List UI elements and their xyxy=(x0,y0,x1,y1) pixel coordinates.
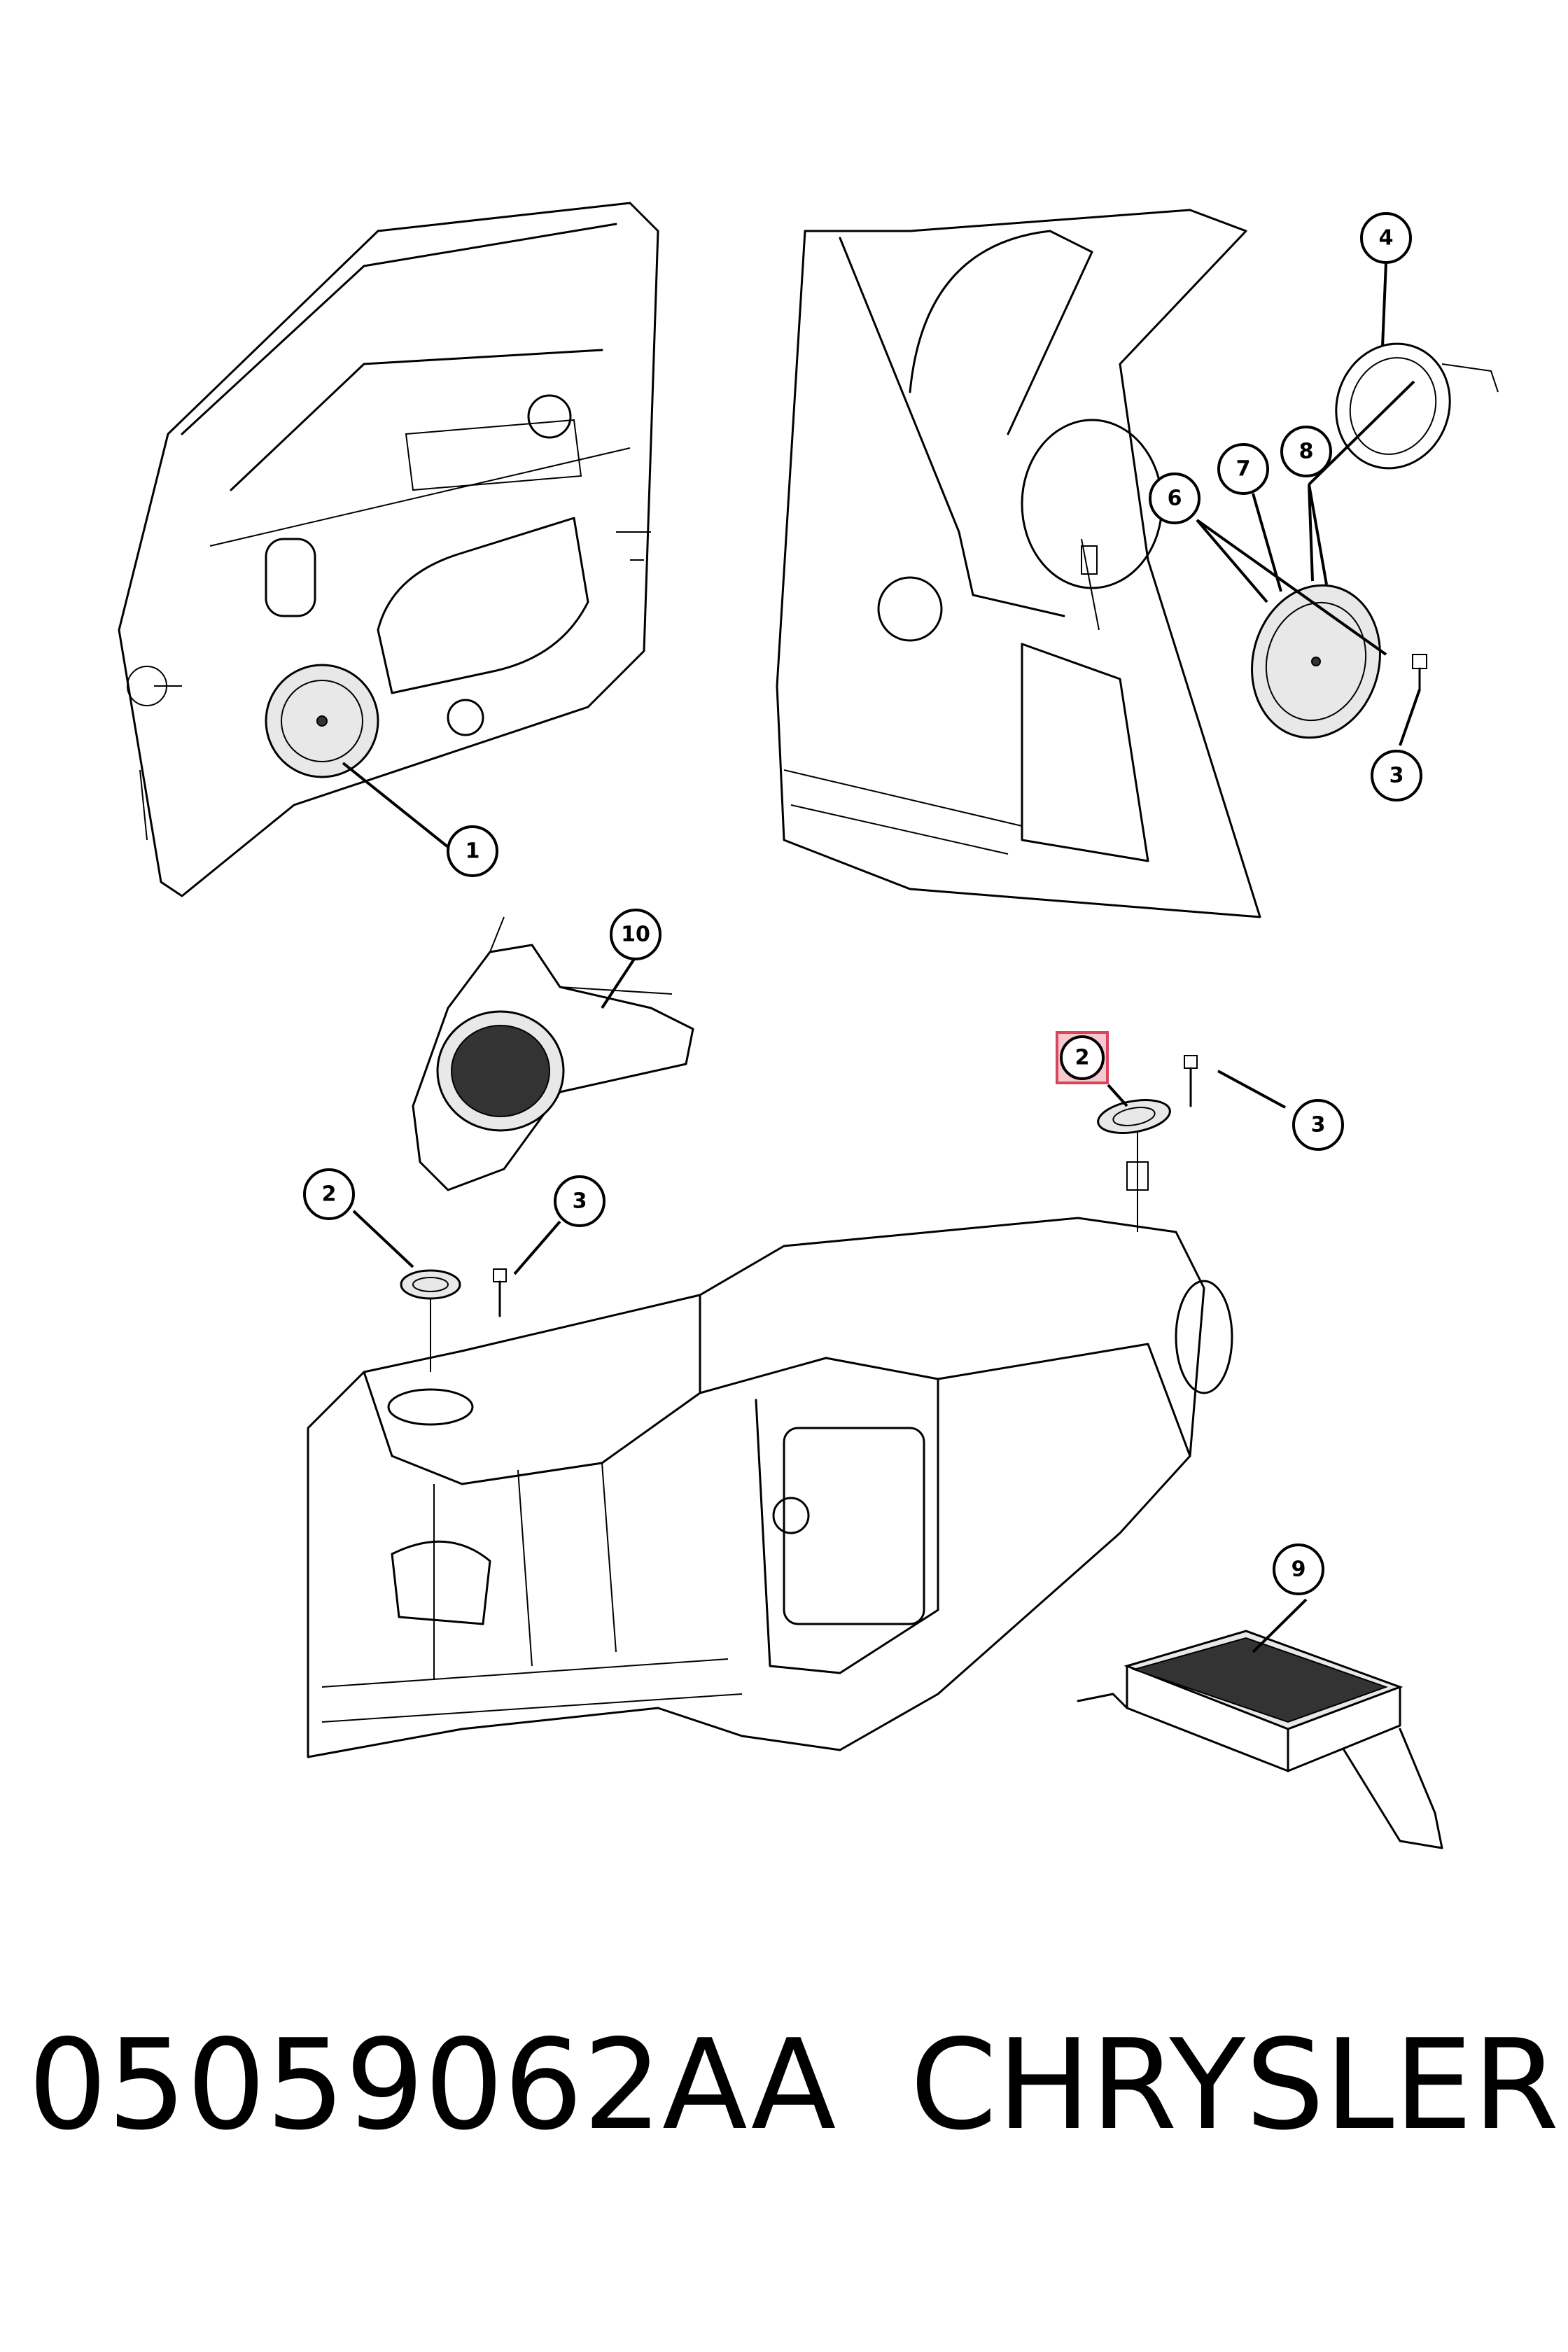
rear-speaker-art xyxy=(1251,584,1381,739)
front-door-panel xyxy=(118,202,659,897)
door-speaker xyxy=(265,664,379,778)
callout-10-label: 10 xyxy=(621,923,650,947)
callout-3-dash-left: 3 xyxy=(554,1175,606,1227)
callout-3-dash-left-label: 3 xyxy=(573,1189,587,1214)
part-number: 05059062AA xyxy=(28,2012,836,2157)
dash-screw-right-art xyxy=(1184,1055,1198,1107)
dash-speaker-right-art xyxy=(1097,1099,1171,1232)
callout-9: 9 xyxy=(1273,1544,1324,1595)
callout-3-rear-label: 3 xyxy=(1390,764,1404,788)
callout-8-label: 8 xyxy=(1299,440,1314,464)
amplifier-art xyxy=(1077,1630,1443,1849)
callout-1-label: 1 xyxy=(465,839,480,864)
callout-3-dash-right: 3 xyxy=(1292,1099,1344,1151)
callout-2-right-highlighted: 2 xyxy=(1056,1031,1109,1084)
callout-7: 7 xyxy=(1217,443,1269,495)
rear-speaker-bracket-art xyxy=(1335,342,1499,470)
callout-2-left: 2 xyxy=(303,1168,355,1220)
callout-1: 1 xyxy=(447,825,498,877)
subwoofer-enclosure xyxy=(412,916,694,1191)
callout-4: 4 xyxy=(1360,212,1412,264)
leader-lines xyxy=(342,262,1421,1653)
callout-6: 6 xyxy=(1149,472,1200,524)
callout-10: 10 xyxy=(610,909,662,960)
callout-4-label: 4 xyxy=(1379,226,1394,251)
callout-3-dash-right-label: 3 xyxy=(1311,1113,1326,1138)
callout-9-label: 9 xyxy=(1292,1558,1306,1582)
callout-3-rear: 3 xyxy=(1371,750,1422,802)
dash-screw-left-art xyxy=(493,1268,507,1317)
instrument-panel xyxy=(307,1217,1233,1758)
callout-8: 8 xyxy=(1280,426,1332,477)
callout-6-label: 6 xyxy=(1168,486,1182,511)
callout-2-right-label: 2 xyxy=(1075,1046,1090,1070)
rear-speaker-screw-art xyxy=(1412,654,1427,691)
brand-name: CHRYSLER xyxy=(910,2012,1560,2157)
rear-quarter-panel xyxy=(776,209,1261,918)
callout-2-left-label: 2 xyxy=(322,1182,337,1207)
dash-speaker-left-art xyxy=(387,1269,474,1426)
callout-7-label: 7 xyxy=(1236,457,1251,482)
